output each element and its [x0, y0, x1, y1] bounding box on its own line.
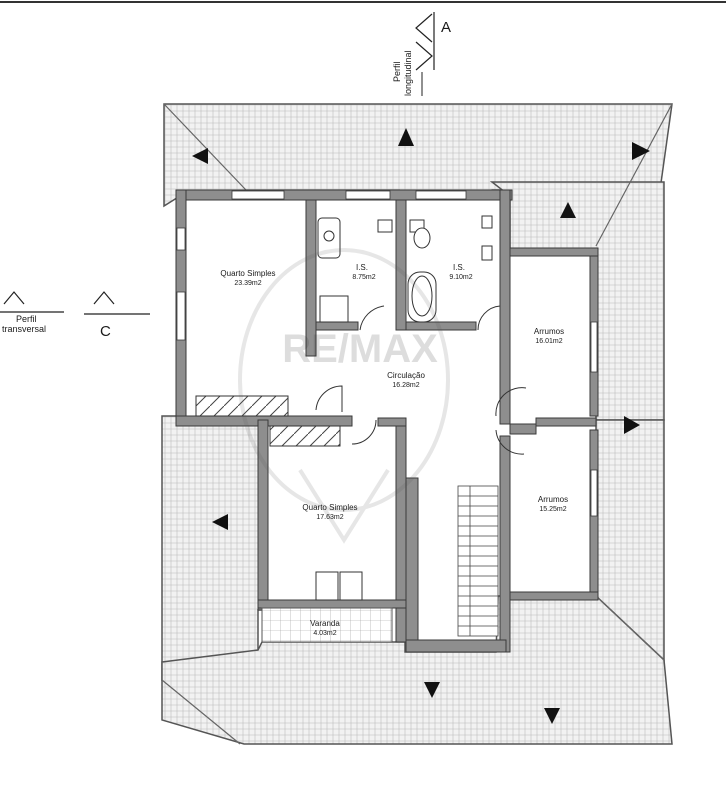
roof-arrow-up-right: [560, 202, 576, 218]
staircase: [457, 485, 499, 637]
roof-arrow-right: [632, 142, 650, 160]
bathroom-fixtures: [317, 215, 493, 323]
section-marker-a: A Perfil longitudinal: [392, 12, 451, 96]
section-label-a-line2: longitudinal: [403, 50, 413, 96]
roof-left: [161, 415, 263, 682]
room-name-varanda: Varanda: [310, 619, 340, 628]
room-area-arrumos-2: 15.25m2: [539, 506, 566, 513]
room-name-is-1: I.S.: [356, 263, 368, 272]
section-letter-c: C: [100, 323, 111, 340]
room-area-varanda: 4.03m2: [313, 630, 336, 637]
wardrobe-1: [195, 395, 289, 417]
section-marker-c: Perfil transversal C: [0, 291, 150, 340]
room-area-circulacao: 16.28m2: [392, 382, 419, 389]
room-name-arrumos-1: Arrumos: [534, 327, 564, 336]
room-area-quarto-1: 23.39m2: [234, 280, 261, 287]
room-name-arrumos-2: Arrumos: [538, 495, 568, 504]
watermark-text: RE/MAX: [282, 327, 438, 371]
windows: [176, 190, 598, 517]
section-label-c-line2: transversal: [2, 324, 46, 334]
room-name-quarto-1: Quarto Simples: [220, 269, 275, 278]
room-name-circulacao: Circulação: [387, 371, 425, 380]
roof-right-upper: [489, 181, 665, 421]
roof-arrow-down-1: [424, 682, 440, 698]
room-labels: Quarto Simples 23.39m2 I.S. 8.75m2 I.S. …: [220, 263, 568, 637]
room-area-is-2: 9.10m2: [449, 274, 472, 281]
roof-arrow-down-2: [544, 708, 560, 724]
wardrobe-2: [269, 425, 341, 447]
room-area-is-1: 8.75m2: [352, 274, 375, 281]
roof-slope-arrows: [192, 128, 650, 724]
section-letter-a: A: [441, 19, 451, 36]
roof-arrow-left-2: [212, 514, 228, 530]
room-area-arrumos-1: 16.01m2: [535, 338, 562, 345]
watermark: RE/MAX: [238, 248, 450, 544]
varanda-floor: [261, 607, 393, 643]
room-name-quarto-2: Quarto Simples: [302, 503, 357, 512]
room-area-quarto-2: 17.63m2: [316, 514, 343, 521]
section-label-c-line1: Perfil: [16, 314, 37, 324]
section-label-a-line1: Perfil: [392, 61, 402, 82]
doors: [315, 305, 527, 601]
roof-arrow-up: [398, 128, 414, 146]
roof-arrow-right-2: [624, 416, 640, 434]
roof-arrow-left: [192, 148, 208, 164]
room-name-is-2: I.S.: [453, 263, 465, 272]
